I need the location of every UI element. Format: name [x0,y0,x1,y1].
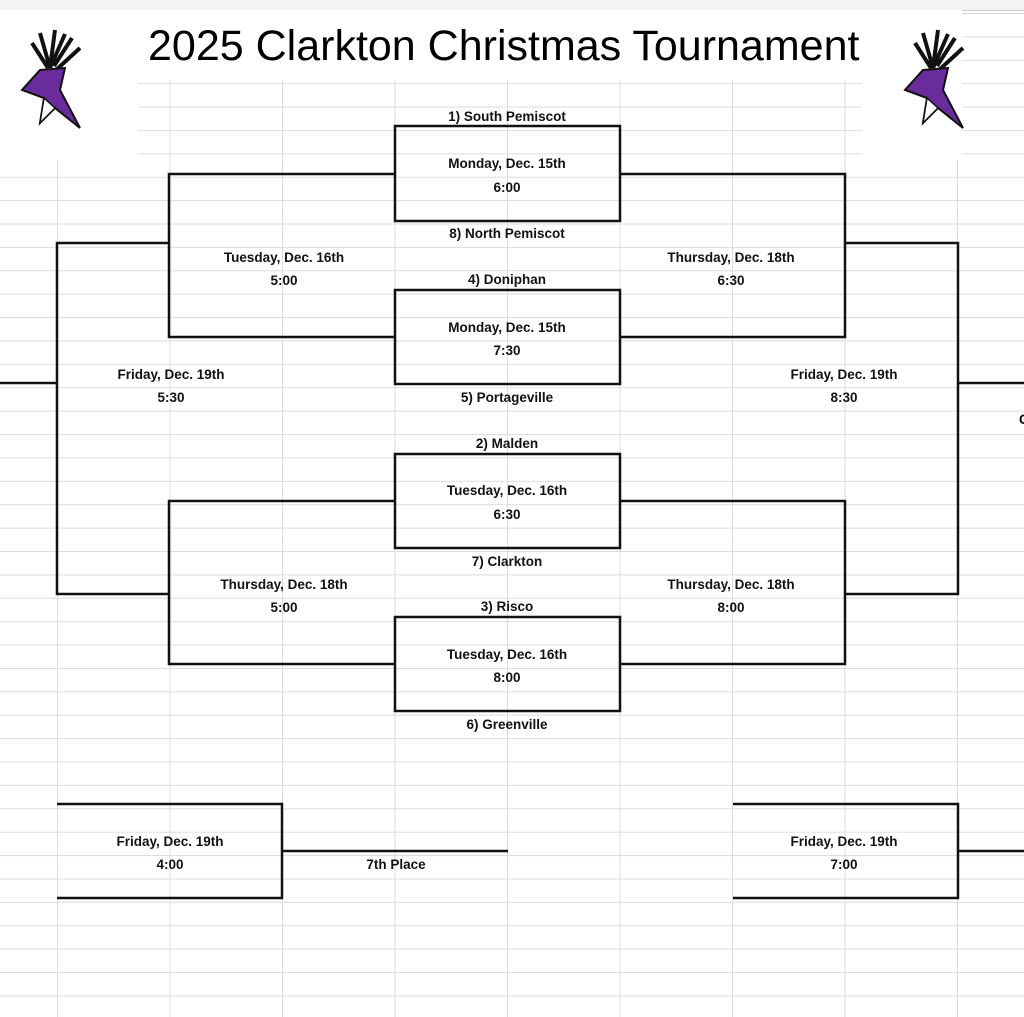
game-day: Friday, Dec. 19th [117,367,225,382]
game-time: 7:30 [493,343,521,358]
game-day: Friday, Dec. 19th [116,834,224,849]
game-time: 5:30 [157,390,185,405]
team-seed-1: 1) South Pemiscot [448,109,566,124]
game-time: 8:00 [717,600,745,615]
game-box-qf4 [393,615,622,713]
game-box-qf3 [393,452,622,550]
stag-logo-icon [20,29,82,129]
title-cell [138,10,862,80]
game-day: Friday, Dec. 19th [790,834,898,849]
stag-logo-icon [903,29,965,129]
team-seed-8: 8) North Pemiscot [449,226,565,241]
game-time: 6:30 [493,507,521,522]
game-day: Tuesday, Dec. 16th [446,483,568,498]
game-day: Thursday, Dec. 18th [667,250,795,265]
team-seed-3: 3) Risco [480,599,534,614]
clipped-label: C [1019,412,1024,427]
team-seed-5: 5) Portageville [460,390,554,405]
game-box-qf2 [393,288,622,386]
game-day: Monday, Dec. 15th [448,320,566,335]
game-time: 4:00 [156,857,184,872]
game-time: 6:30 [717,273,745,288]
logo-cell-left [0,10,138,160]
bracket-cons-sf1 [167,172,395,339]
game-box-qf1 [393,124,622,223]
game-day: Friday, Dec. 19th [790,367,898,382]
bracket-final [845,241,1024,596]
game-time: 8:30 [830,390,858,405]
game-day: Monday, Dec. 15th [448,156,566,171]
bracket-sf2 [620,499,847,666]
spreadsheet-grid [0,10,1024,1017]
team-seed-7: 7) Clarkton [471,554,543,569]
page-title: 2025 Clarkton Christmas Tournament [148,22,860,70]
game-day: Tuesday, Dec. 16th [223,250,345,265]
game-day: Thursday, Dec. 18th [667,577,795,592]
game-time: 5:00 [270,600,298,615]
team-seed-2: 2) Malden [475,436,539,451]
bracket-seventh [57,802,508,900]
game-time: 6:00 [493,180,521,195]
team-seed-4: 4) Doniphan [468,272,546,287]
team-seed-6: 6) Greenville [466,717,548,732]
bracket-sf1 [620,172,847,339]
seventh-place-label: 7th Place [366,857,426,872]
game-time: 7:00 [830,857,858,872]
bracket-cons-final [0,241,169,596]
bracket-cons-sf2 [167,499,395,666]
game-day: Tuesday, Dec. 16th [446,647,568,662]
game-day: Thursday, Dec. 18th [220,577,348,592]
game-time: 5:00 [270,273,298,288]
game-time: 8:00 [493,670,521,685]
bracket-third [733,802,1024,900]
